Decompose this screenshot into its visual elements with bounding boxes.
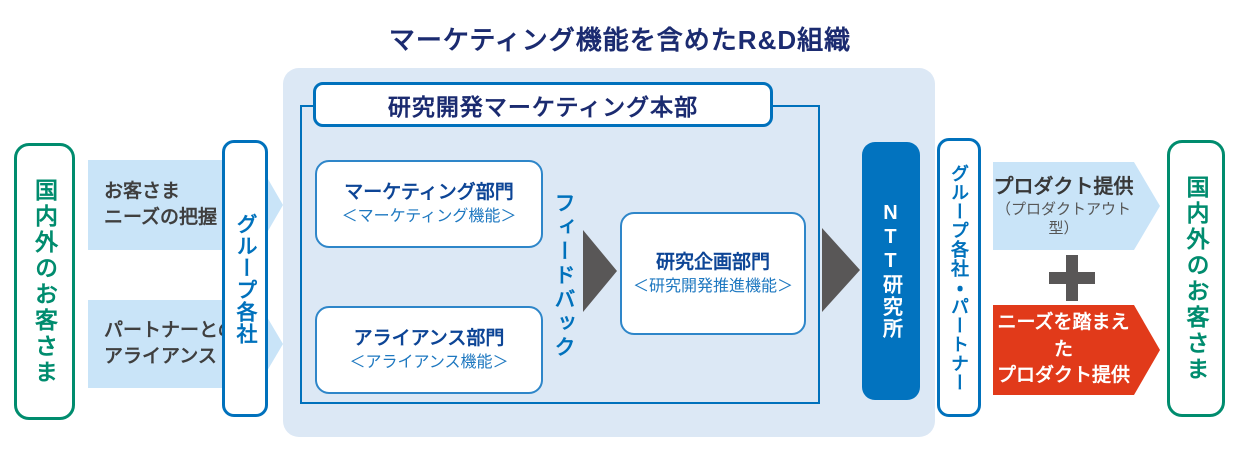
marketing-dept-function: ＜マーケティング機能＞ — [341, 208, 517, 226]
product-delivery-arrow: プロダクト提供 （プロダクトアウト型） — [993, 162, 1160, 250]
customer-box-left: 国内外のお客さま — [14, 143, 75, 420]
research-planning-dept-name: 研究企画部門 — [655, 251, 770, 273]
alliance-dept-function: ＜アライアンス機能＞ — [349, 354, 509, 372]
research-planning-dept-box: 研究企画部門 ＜研究開発推進機能＞ — [620, 212, 806, 335]
partner-alliance-line1: パートナーとの — [104, 320, 237, 342]
partner-alliance-line2: アライアンス — [104, 346, 217, 367]
marketing-dept-box: マーケティング部門 ＜マーケティング機能＞ — [315, 160, 543, 248]
group-companies-label: グループ各社 — [234, 212, 257, 345]
customer-label-right: 国内外のお客さま — [1183, 174, 1209, 383]
plus-vertical-bar — [1066, 255, 1078, 301]
product-delivery-subtitle: （プロダクトアウト型） — [995, 200, 1131, 237]
alliance-dept-box: アライアンス部門 ＜アライアンス機能＞ — [315, 306, 543, 394]
needs-based-line2: プロダクト提供 — [996, 365, 1130, 387]
feedback-label: フィードバック — [552, 192, 575, 360]
group-partner-box: グループ各社・パートナー — [937, 138, 981, 417]
research-planning-dept-function: ＜研究開発推進機能＞ — [632, 277, 793, 295]
plus-symbol — [1049, 255, 1095, 301]
product-delivery-title: プロダクト提供 — [993, 175, 1134, 198]
customer-box-right: 国内外のお客さま — [1167, 140, 1225, 417]
needs-based-line1: ニーズを踏まえた — [997, 312, 1130, 360]
rd-marketing-hq-header: 研究開発マーケティング本部 — [313, 82, 773, 127]
page-title: マーケティング機能を含めたR&D組織 — [388, 25, 852, 55]
group-companies-box: グループ各社 — [222, 140, 268, 417]
customer-label-left: 国内外のお客さま — [31, 177, 58, 386]
alliance-dept-name: アライアンス部門 — [353, 328, 505, 350]
needs-capture-line2: ニーズの把握 — [104, 207, 218, 228]
needs-capture-line1: お客さま — [104, 181, 181, 203]
marketing-dept-name: マーケティング部門 — [344, 182, 514, 204]
ntt-labs-box: NTT研究所 — [862, 142, 920, 400]
group-partner-label: グループ各社・パートナー — [949, 163, 969, 392]
ntt-labs-label: NTT研究所 — [879, 202, 902, 340]
needs-based-delivery-arrow: ニーズを踏まえた プロダクト提供 — [993, 305, 1160, 395]
